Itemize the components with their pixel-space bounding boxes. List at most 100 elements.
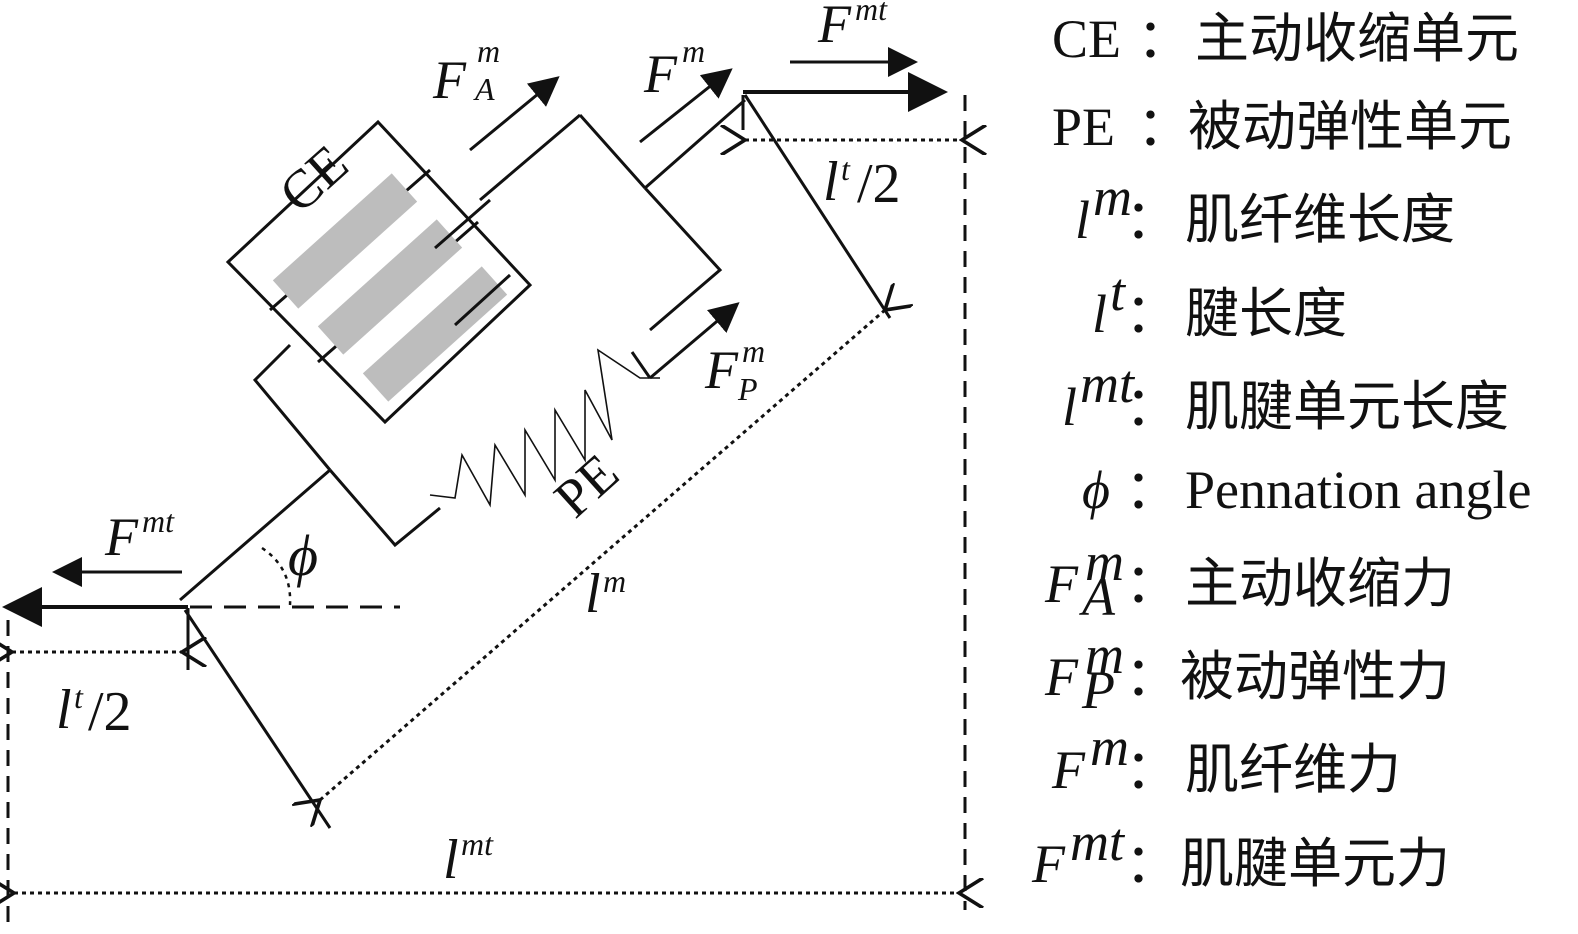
fiber-right-attachment xyxy=(644,98,746,190)
pe-frame-right xyxy=(643,186,723,332)
lm-label: l m xyxy=(585,563,626,625)
svg-text:t: t xyxy=(841,151,851,187)
legend-item-ce: CE ： 主动收缩单元 xyxy=(1052,7,1519,70)
svg-text:：: ： xyxy=(1137,95,1191,158)
fam-label: F m A xyxy=(432,33,500,110)
left-lt2-label: l t /2 xyxy=(56,679,132,743)
svg-text:：: ： xyxy=(1125,645,1179,708)
svg-text:：: ： xyxy=(1125,188,1179,251)
legend-item-pe: PE ： 被动弹性单元 xyxy=(1052,95,1512,158)
svg-text:F: F xyxy=(432,50,467,110)
fm-arrow xyxy=(639,68,733,144)
svg-text:被动弹性力: 被动弹性力 xyxy=(1180,645,1450,708)
svg-text:：: ： xyxy=(1125,375,1179,438)
svg-text:F: F xyxy=(1044,554,1079,614)
svg-text:mt: mt xyxy=(1070,812,1126,872)
svg-text:m: m xyxy=(682,33,705,69)
fm-label: F m xyxy=(643,33,705,104)
legend-item-lmt: l mt ： 肌腱单元长度 xyxy=(1062,354,1509,438)
lmt-label: l mt xyxy=(443,826,494,891)
svg-text:：: ： xyxy=(1125,832,1179,895)
svg-text:/2: /2 xyxy=(88,681,132,743)
svg-text:mt: mt xyxy=(1080,354,1136,414)
right-lt2-label: l t /2 xyxy=(823,151,901,215)
svg-text:m: m xyxy=(477,33,500,69)
legend-item-lt: l t ： 腱长度 xyxy=(1092,262,1347,345)
fpm-arrow xyxy=(649,302,740,380)
svg-text:l: l xyxy=(1075,190,1090,250)
svg-text:F: F xyxy=(1051,740,1086,800)
svg-text:：: ： xyxy=(1137,7,1191,70)
legend-item-fam: F m A ： 主动收缩力 xyxy=(1044,532,1455,627)
svg-text:：: ： xyxy=(1125,458,1179,521)
svg-text:主动收缩力: 主动收缩力 xyxy=(1185,552,1455,615)
svg-text:l: l xyxy=(585,563,601,625)
svg-text:l: l xyxy=(443,829,459,891)
pe-spring-lead xyxy=(630,351,652,379)
svg-text:F: F xyxy=(1031,834,1066,894)
svg-text:：: ： xyxy=(1125,282,1179,345)
legend: CE ： 主动收缩单元 PE ： 被动弹性单元 l m ： 肌纤维长度 l t … xyxy=(1031,7,1531,895)
svg-text:t: t xyxy=(1110,262,1127,322)
svg-text:：: ： xyxy=(1125,552,1179,615)
svg-text:F: F xyxy=(1044,647,1079,707)
svg-text:F: F xyxy=(704,340,739,400)
svg-text:被动弹性单元: 被动弹性单元 xyxy=(1188,95,1512,158)
svg-text:Pennation angle: Pennation angle xyxy=(1185,460,1531,520)
svg-text:m: m xyxy=(603,563,626,599)
svg-text:P: P xyxy=(1081,660,1115,720)
svg-text:m: m xyxy=(742,333,765,369)
lm-end-left xyxy=(183,609,332,829)
phi-label: ϕ xyxy=(288,523,318,588)
svg-text:主动收缩单元: 主动收缩单元 xyxy=(1195,7,1519,70)
svg-text:ϕ: ϕ xyxy=(1082,460,1110,520)
pe-frame-topright xyxy=(578,114,647,189)
legend-item-fpm: F m P ： 被动弹性力 xyxy=(1044,625,1450,720)
svg-text:：: ： xyxy=(1125,738,1179,801)
svg-text:m: m xyxy=(1093,167,1132,227)
fmt-left-label: F mt xyxy=(104,503,175,567)
angle-arc xyxy=(261,546,292,606)
lm-end-right xyxy=(743,94,892,319)
pe-frame xyxy=(328,469,441,548)
pe-frame-top xyxy=(479,113,581,202)
svg-text:mt: mt xyxy=(855,0,888,27)
svg-text:A: A xyxy=(473,71,495,107)
svg-text:mt: mt xyxy=(461,826,494,862)
pe-spring xyxy=(429,348,660,508)
pe-label: PE xyxy=(543,442,630,529)
svg-text:肌纤维长度: 肌纤维长度 xyxy=(1185,188,1455,251)
legend-item-fm: F m ： 肌纤维力 xyxy=(1051,717,1401,801)
svg-text:l: l xyxy=(1092,284,1107,344)
svg-text:肌纤维力: 肌纤维力 xyxy=(1185,738,1401,801)
svg-text:腱长度: 腱长度 xyxy=(1185,282,1347,345)
svg-text:m: m xyxy=(1085,532,1124,592)
ce-element xyxy=(225,119,533,425)
svg-text:PE: PE xyxy=(1052,97,1115,157)
pe-frame-left xyxy=(252,343,332,471)
svg-text:F: F xyxy=(643,44,678,104)
svg-text:m: m xyxy=(1085,625,1124,685)
fam-arrow xyxy=(469,76,560,152)
svg-text:F: F xyxy=(104,507,139,567)
fpm-label: F m P xyxy=(704,333,765,407)
svg-text:l: l xyxy=(1062,377,1077,437)
svg-text:l: l xyxy=(823,151,839,213)
svg-text:mt: mt xyxy=(142,503,175,539)
svg-text:t: t xyxy=(74,679,84,715)
legend-item-fmt: F mt ： 肌腱单元力 xyxy=(1031,812,1450,895)
svg-text:m: m xyxy=(1090,717,1129,777)
svg-text:l: l xyxy=(56,679,72,741)
svg-text:/2: /2 xyxy=(857,153,901,215)
legend-item-phi: ϕ ： Pennation angle xyxy=(1082,458,1531,521)
legend-item-lm: l m ： 肌纤维长度 xyxy=(1075,167,1455,251)
svg-text:F: F xyxy=(817,0,852,54)
svg-text:肌腱单元长度: 肌腱单元长度 xyxy=(1185,375,1509,438)
svg-text:CE: CE xyxy=(1052,9,1121,69)
svg-text:A: A xyxy=(1079,567,1116,627)
svg-text:P: P xyxy=(737,371,758,407)
svg-text:肌腱单元力: 肌腱单元力 xyxy=(1180,832,1450,895)
fmt-right-label: F mt xyxy=(817,0,888,54)
